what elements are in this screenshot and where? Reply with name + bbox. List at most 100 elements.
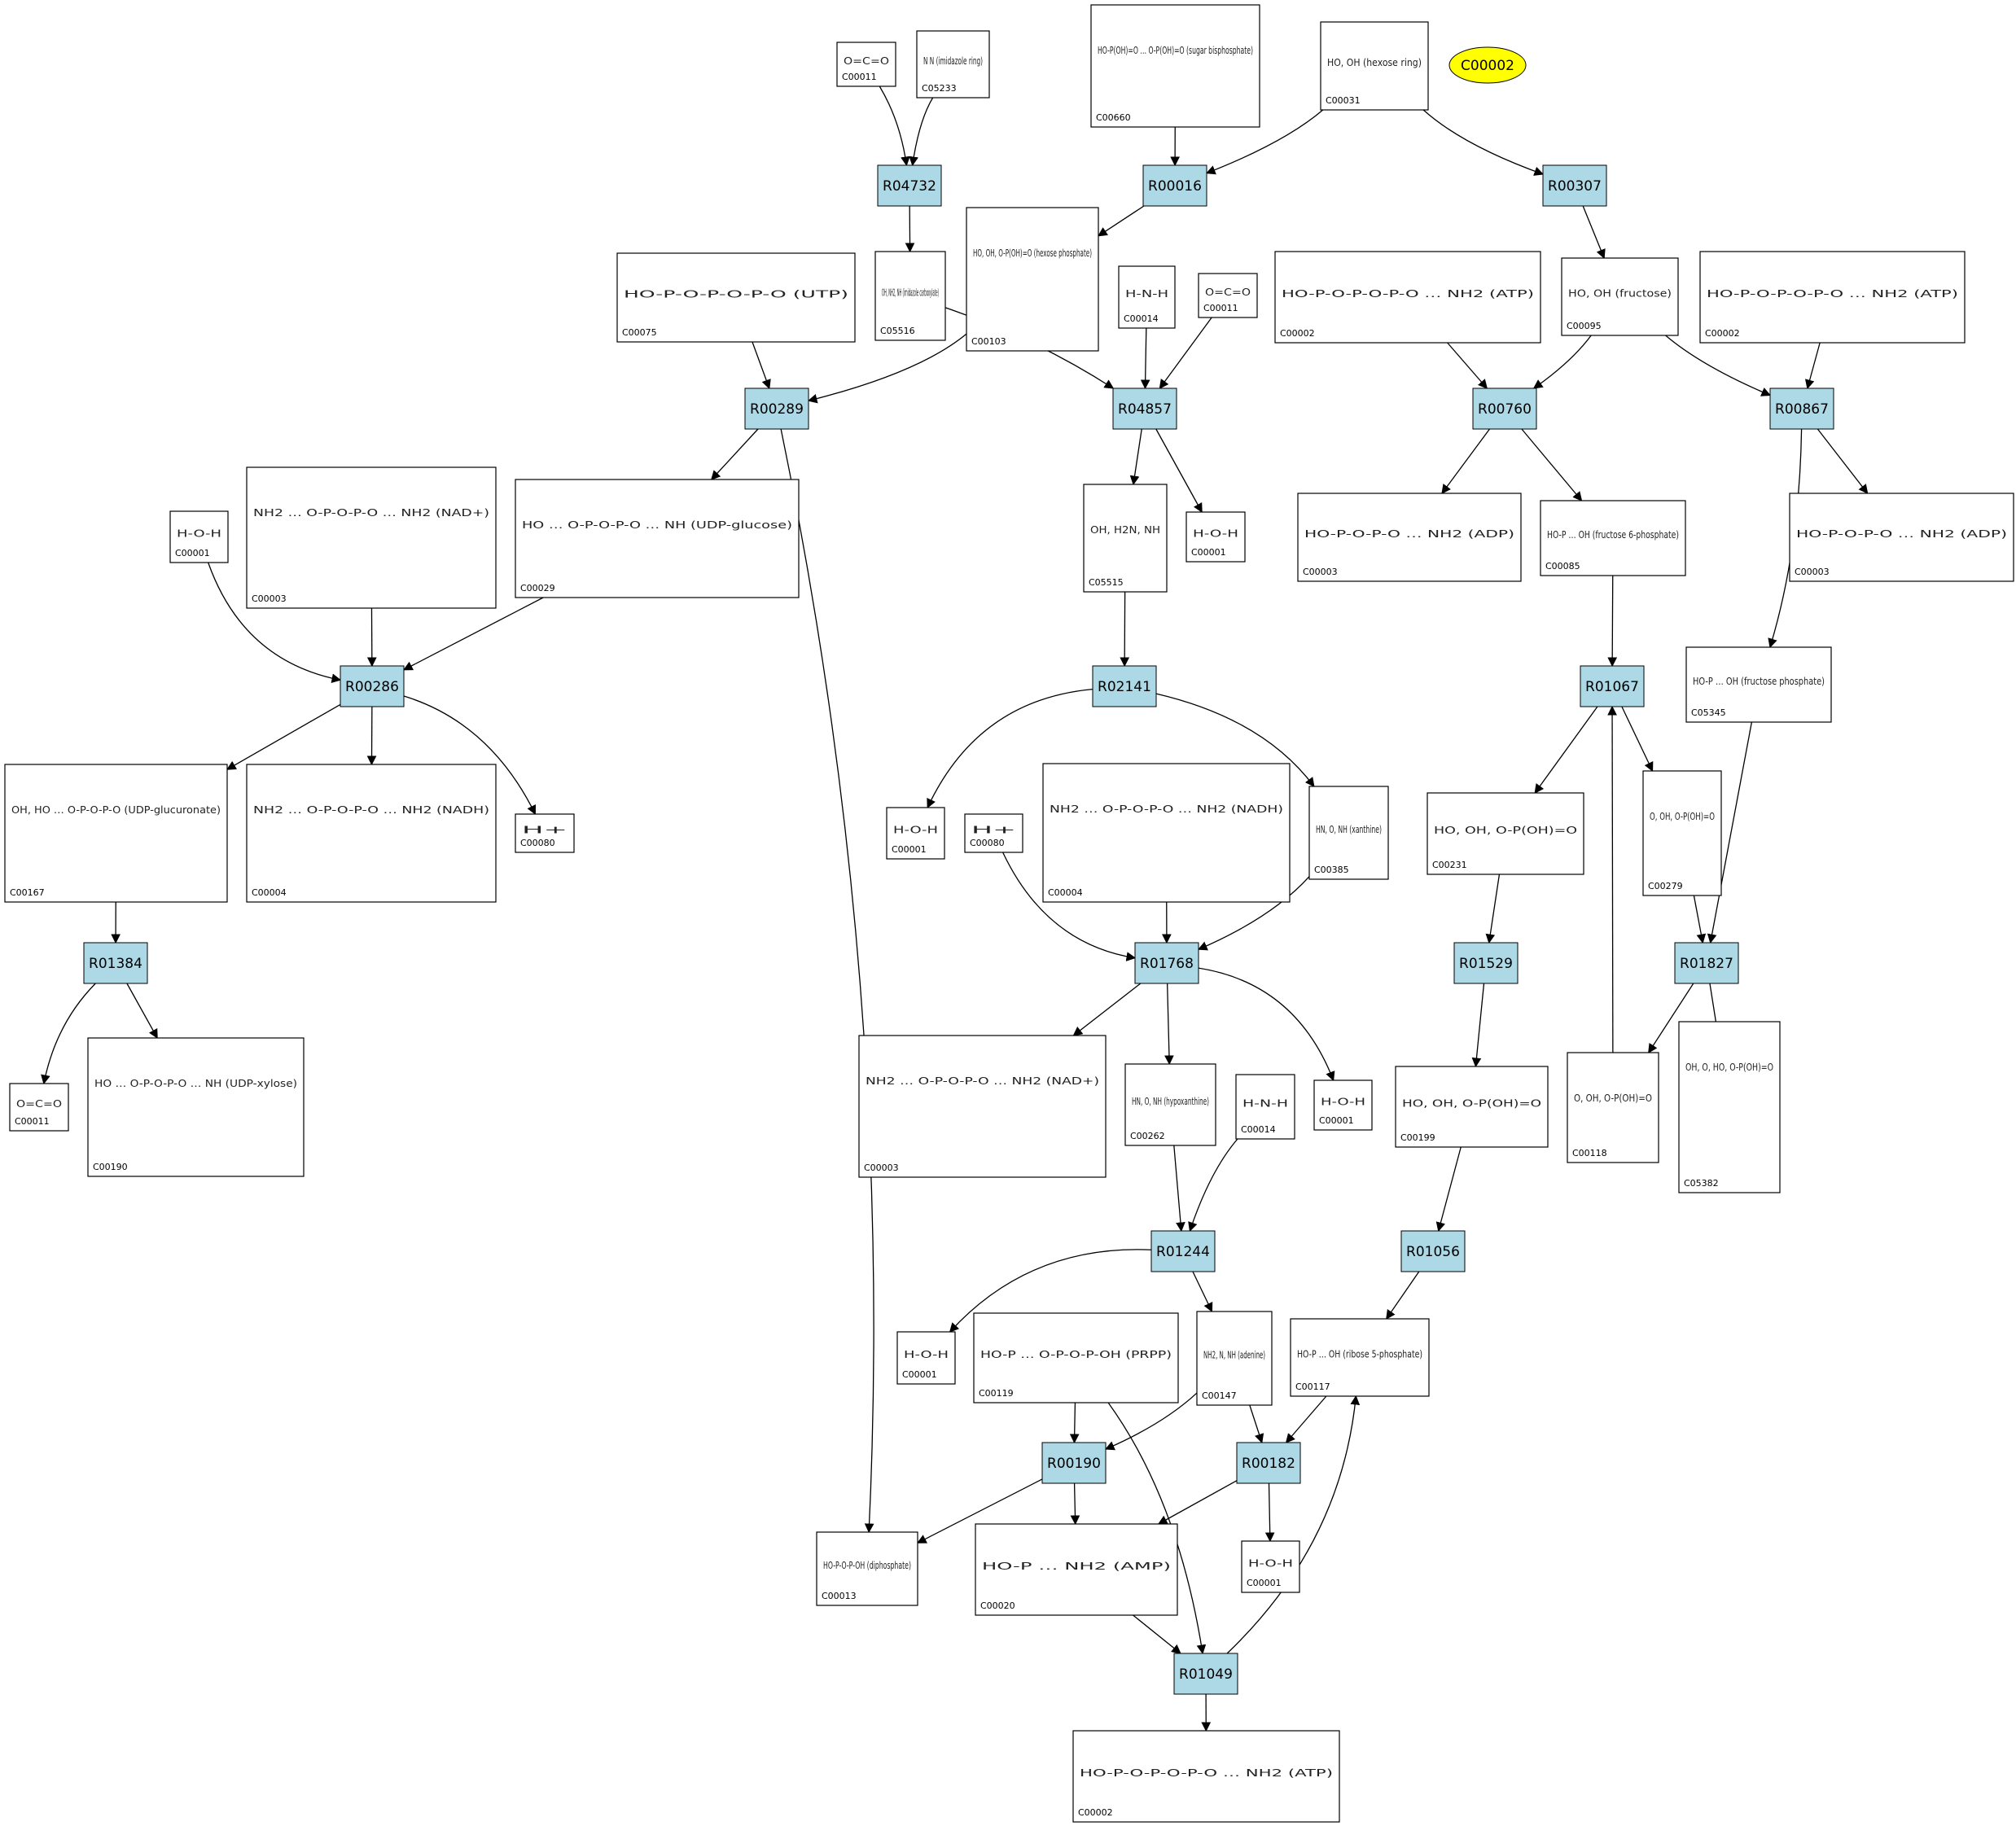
reaction-r04857[interactable]: R04857 [1112,388,1177,430]
compound-box[interactable] [1196,1311,1273,1406]
compound-box[interactable] [975,1523,1178,1616]
compound-box[interactable] [1540,500,1686,576]
compound-c00004[interactable]: NH2 … O-P-O-P-O … NH2 (NADH)C00004 [1042,763,1291,903]
compound-c00003[interactable]: HO-P-O-P-O … NH2 (ADP)C00003 [1789,493,2014,582]
compound-box[interactable] [1567,1052,1659,1163]
compound-c00003[interactable]: NH2 … O-P-O-P-O … NH2 (NAD+)C00003 [858,1035,1107,1178]
compound-c00190[interactable]: HO … O-P-O-P-O … NH (UDP-xylose)C00190 [87,1037,305,1177]
compound-box[interactable] [1090,4,1260,128]
compound-c00262[interactable]: HN, O, NH (hypoxanthine)C00262 [1124,1063,1216,1146]
compound-c00013[interactable]: HO-P-O-P-OH (diphosphate)C00013 [816,1531,918,1606]
compound-c00002[interactable]: HO-P-O-P-O-P-O … NH2 (ATP)C00002 [1274,251,1541,344]
reaction-r01827[interactable]: R01827 [1674,942,1739,984]
compound-box[interactable] [1297,493,1522,582]
reaction-r00190[interactable]: R00190 [1041,1442,1107,1484]
compound-box[interactable] [874,251,946,341]
compound-box[interactable] [1118,265,1176,329]
reaction-box[interactable] [340,665,405,707]
reaction-box[interactable] [1142,164,1207,207]
compound-c00119[interactable]: HO-P … O-P-O-P-OH (PRPP)C00119 [973,1312,1179,1403]
reaction-r01049[interactable]: R01049 [1173,1653,1238,1695]
compound-c00080[interactable]: H+C00080 [515,813,575,853]
reaction-r01768[interactable]: R01768 [1134,942,1199,984]
reaction-r00289[interactable]: R00289 [744,388,809,430]
compound-box[interactable] [4,764,228,903]
compound-box[interactable] [1561,257,1679,336]
reaction-r00307[interactable]: R00307 [1542,164,1607,207]
reaction-box[interactable] [1112,388,1177,430]
compound-box[interactable] [515,479,800,598]
compound-c00002[interactable]: HO-P-O-P-O-P-O … NH2 (ATP)C00002 [1072,1730,1340,1823]
compound-c00103[interactable]: HO, OH, O-P(OH)=O (hexose phosphate)C001… [966,207,1099,352]
compound-box[interactable] [246,466,497,609]
compound-box[interactable] [169,510,229,563]
compound-box[interactable] [1241,1540,1300,1593]
reaction-r00286[interactable]: R00286 [340,665,405,707]
reaction-r04732[interactable]: R04732 [877,164,942,207]
reaction-box[interactable] [744,388,809,430]
reaction-box[interactable] [877,164,942,207]
compound-c00660[interactable]: HO-P(OH)=O … O-P(OH)=O (sugar bisphospha… [1090,4,1260,128]
compound-box[interactable] [1124,1063,1216,1146]
highlight-c00002[interactable]: C00002 [1448,46,1527,84]
compound-c00003[interactable]: HO-P-O-P-O … NH2 (ADP)C00003 [1297,493,1522,582]
compound-c05516[interactable]: OH, NH2, NH (imidazole carboxylate)C0551… [874,251,946,341]
reaction-box[interactable] [1092,665,1157,707]
reaction-box[interactable] [1769,388,1834,430]
compound-box[interactable] [836,42,896,87]
compound-box[interactable] [973,1312,1179,1403]
compound-c00020[interactable]: HO-P … NH2 (AMP)C00020 [975,1523,1178,1616]
compound-box[interactable] [1072,1730,1340,1823]
reaction-box[interactable] [1134,942,1199,984]
compound-c00095[interactable]: HO, OH (fructose)C00095 [1561,257,1679,336]
reaction-box[interactable] [1236,1442,1301,1484]
compound-box[interactable] [966,207,1099,352]
reaction-r00867[interactable]: R00867 [1769,388,1834,430]
compound-box[interactable] [1427,792,1584,875]
compound-box[interactable] [1290,1318,1430,1397]
reaction-r00760[interactable]: R00760 [1472,388,1537,430]
compound-box[interactable] [1699,251,1966,344]
compound-c00029[interactable]: HO … O-P-O-P-O … NH (UDP-glucose)C00029 [515,479,800,598]
compound-box[interactable] [1274,251,1541,344]
compound-box[interactable] [1395,1066,1549,1148]
reaction-r01529[interactable]: R01529 [1453,942,1519,984]
reaction-box[interactable] [1400,1230,1466,1272]
reaction-r02141[interactable]: R02141 [1092,665,1157,707]
compound-box[interactable] [87,1037,305,1177]
compound-c00004[interactable]: NH2 … O-P-O-P-O … NH2 (NADH)C00004 [246,764,497,903]
compound-box[interactable] [1185,511,1246,563]
compound-box[interactable] [816,1531,918,1606]
reaction-r01056[interactable]: R01056 [1400,1230,1466,1272]
compound-box[interactable] [1678,1021,1781,1193]
compound-c00075[interactable]: HO-P-O-P-O-P-O (UTP)C00075 [616,252,856,343]
compound-box[interactable] [1320,21,1429,111]
reaction-r01384[interactable]: R01384 [83,942,148,984]
compound-box[interactable] [858,1035,1107,1178]
compound-c05345[interactable]: HO-P … OH (fructose phosphate)C05345 [1685,646,1832,723]
reaction-box[interactable] [1580,665,1645,707]
compound-box[interactable] [616,252,856,343]
compound-box[interactable] [886,807,945,860]
reaction-r00182[interactable]: R00182 [1236,1442,1301,1484]
compound-box[interactable] [1308,786,1389,880]
compound-box[interactable] [1313,1079,1373,1131]
compound-c00085[interactable]: HO-P … OH (fructose 6-phosphate)C00085 [1540,500,1686,576]
reaction-box[interactable] [83,942,148,984]
compound-c00117[interactable]: HO-P … OH (ribose 5-phosphate)C00117 [1290,1318,1430,1397]
compound-box[interactable] [515,813,575,853]
compound-box[interactable] [1642,770,1722,896]
